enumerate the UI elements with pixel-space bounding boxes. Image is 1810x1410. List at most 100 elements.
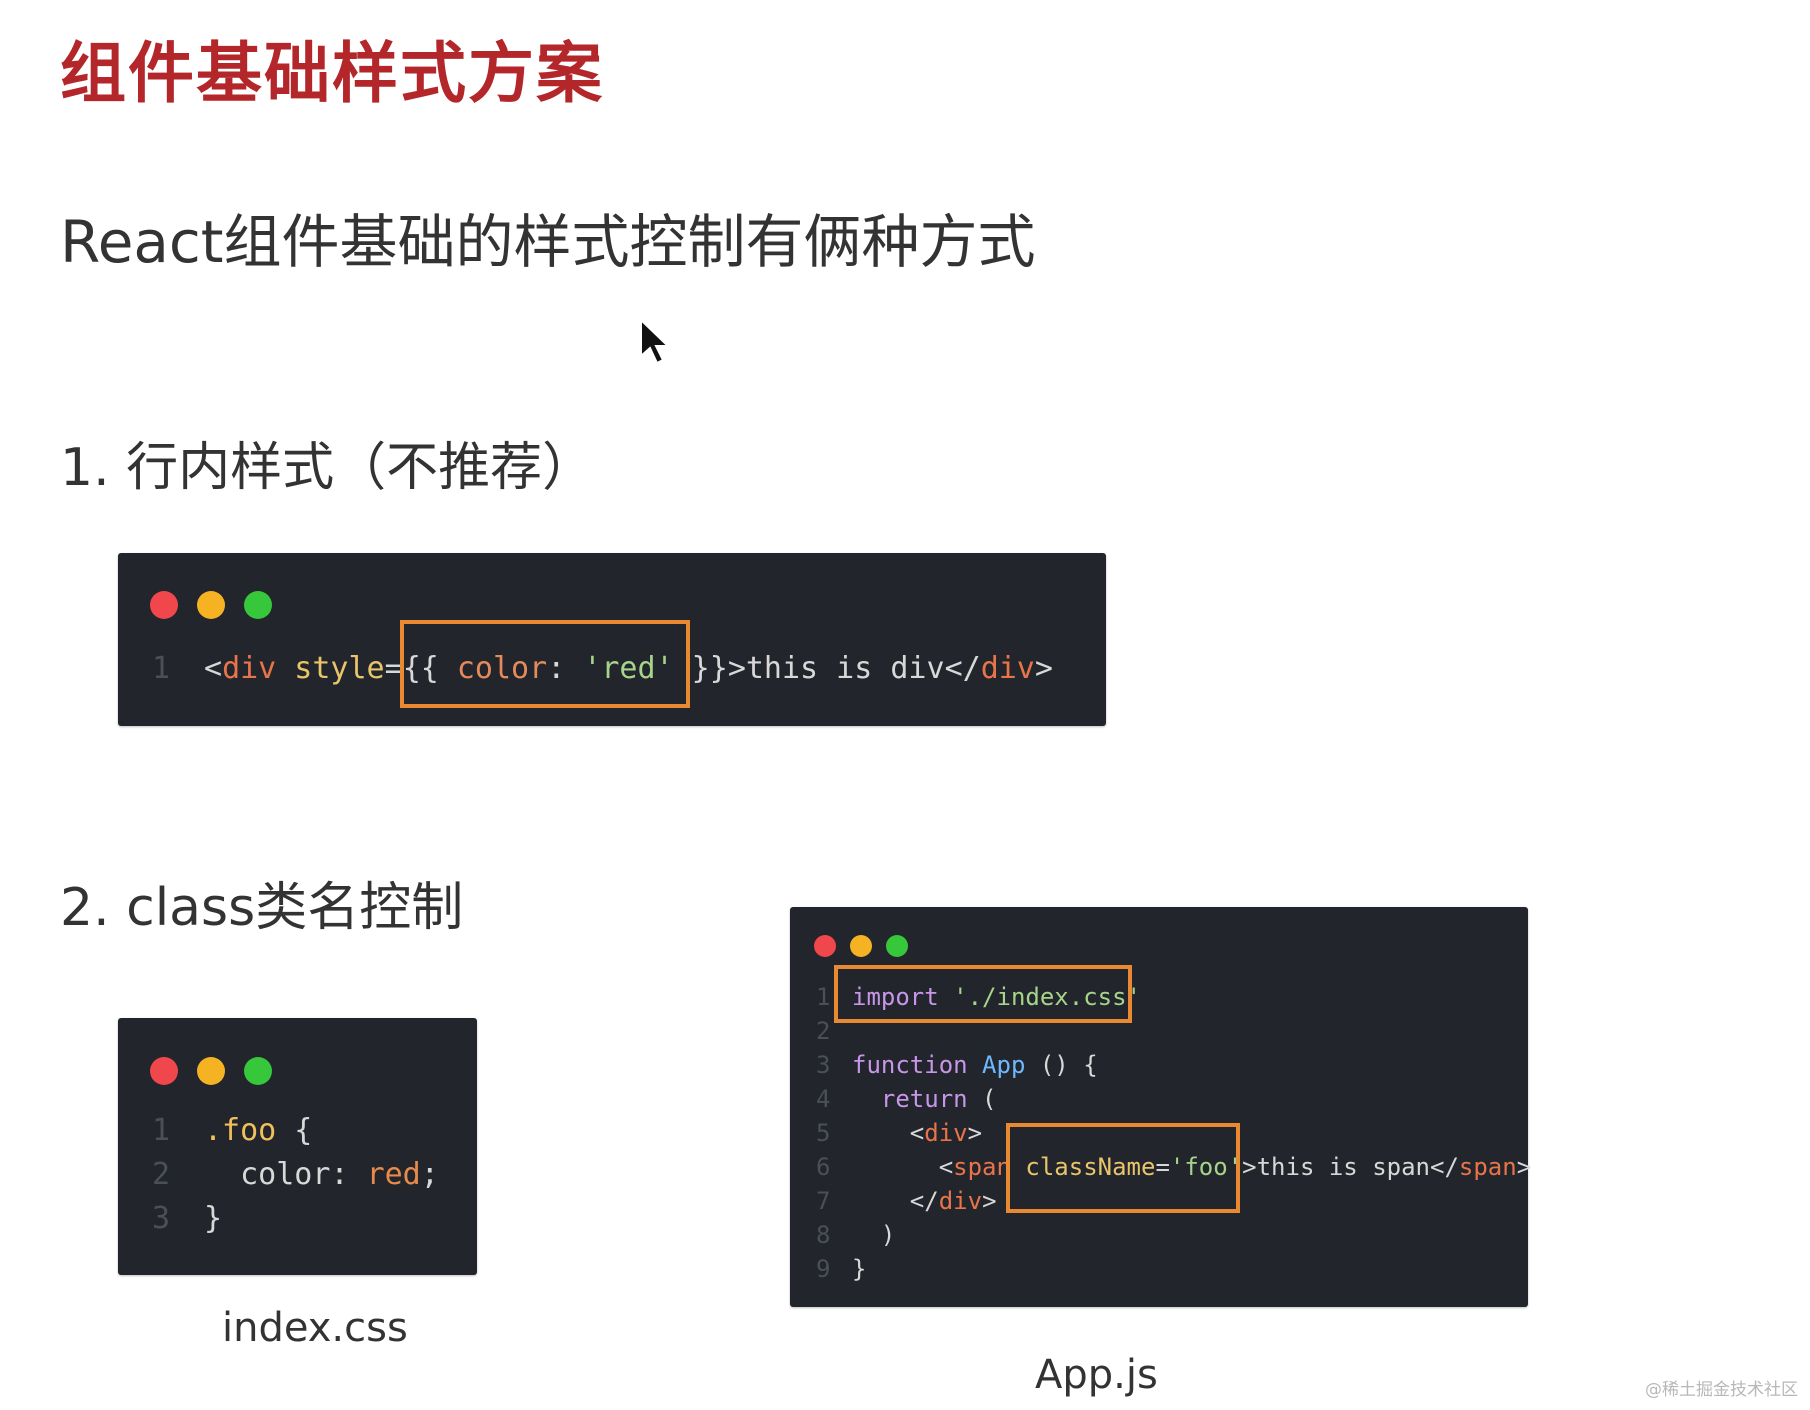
code-token: 'foo' xyxy=(1169,1153,1243,1181)
code-token: : xyxy=(330,1157,367,1192)
code-line: 5 <div> xyxy=(816,1119,982,1147)
code-token: { xyxy=(276,1113,313,1148)
code-token: {{ xyxy=(402,651,457,686)
code-token: './index.css' xyxy=(938,983,1141,1011)
code-token: > xyxy=(982,1187,997,1215)
code-token: color xyxy=(456,651,548,686)
line-number: 1 xyxy=(152,1113,171,1148)
code-window-app-js: 1 import './index.css' 2 3 function App ()… xyxy=(790,907,1531,1307)
code-token: : xyxy=(547,651,584,686)
highlight-box-style-object xyxy=(400,620,690,708)
code-line: 1 .foo { xyxy=(152,1113,312,1148)
code-token: > xyxy=(1034,651,1053,686)
code-token: div xyxy=(924,1119,968,1147)
line-number: 9 xyxy=(816,1255,831,1283)
line-number: 1 xyxy=(152,651,171,686)
watermark: @稀土掘金技术社区 xyxy=(1645,1380,1798,1400)
code-token: className xyxy=(1010,1153,1156,1181)
close-dot-icon xyxy=(814,935,836,957)
code-token: div xyxy=(222,651,277,686)
line-number: 8 xyxy=(816,1221,831,1249)
code-line: 3} xyxy=(152,1201,222,1236)
code-token: </ xyxy=(909,1187,939,1215)
code-token: 'red' xyxy=(583,651,674,686)
section-heading-inline-style: 1. 行内样式（不推荐） xyxy=(60,438,595,498)
code-token: div xyxy=(980,651,1035,686)
code-token: span xyxy=(1458,1153,1517,1181)
code-token: ) xyxy=(880,1221,896,1249)
code-token: return xyxy=(880,1085,968,1113)
code-indent xyxy=(852,1085,881,1113)
subtitle: React组件基础的样式控制有俩种方式 xyxy=(60,208,1036,276)
code-token: red xyxy=(366,1157,421,1192)
section-heading-class-name: 2. class类名控制 xyxy=(60,878,464,938)
code-token: </ xyxy=(1430,1153,1459,1181)
code-token: color xyxy=(240,1157,331,1192)
line-number: 6 xyxy=(816,1153,831,1181)
line-number: 7 xyxy=(816,1187,831,1215)
line-number: 5 xyxy=(816,1119,831,1147)
code-indent xyxy=(852,1119,910,1147)
code-token: this is div xyxy=(745,651,945,686)
line-number: 1 xyxy=(816,983,831,1011)
code-token: </ xyxy=(944,651,981,686)
maximize-dot-icon xyxy=(886,935,908,957)
code-token: }} xyxy=(673,651,728,686)
code-token: } xyxy=(204,1201,223,1236)
code-token: < xyxy=(909,1119,925,1147)
code-token: > xyxy=(967,1119,983,1147)
line-number: 3 xyxy=(816,1051,831,1079)
code-token: span xyxy=(953,1153,1011,1181)
code-line: 3 function App () { xyxy=(816,1051,1098,1079)
caption-app-js: App.js xyxy=(1035,1352,1158,1398)
code-token: () { xyxy=(1025,1051,1098,1079)
minimize-dot-icon xyxy=(850,935,872,957)
code-line: 1 import './index.css' xyxy=(816,983,1141,1011)
window-controls xyxy=(814,935,908,957)
mouse-cursor-icon xyxy=(640,318,671,365)
code-indent xyxy=(204,1157,240,1192)
code-line: 4 return ( xyxy=(816,1085,997,1113)
code-line: 9} xyxy=(816,1255,866,1283)
code-token: ( xyxy=(967,1085,997,1113)
code-line: 7 </div> xyxy=(816,1187,997,1215)
code-token: > xyxy=(1516,1153,1532,1181)
close-dot-icon xyxy=(150,1057,178,1085)
page-title: 组件基础样式方案 xyxy=(60,35,604,112)
code-window-inline-style: 1<div style={{ color: 'red' }}>this is d… xyxy=(118,553,1106,726)
line-number: 3 xyxy=(152,1201,171,1236)
minimize-dot-icon xyxy=(197,591,225,619)
code-line: 6 <span className='foo'>this is span</sp… xyxy=(816,1153,1531,1181)
code-line: 2 color: red; xyxy=(152,1157,439,1192)
code-line: 8 ) xyxy=(816,1221,895,1249)
code-window-index-css: 1 .foo { 2 color: red; 3} xyxy=(118,1018,477,1275)
code-token: = xyxy=(384,651,403,686)
highlight-box-import xyxy=(834,965,1132,1023)
line-number: 4 xyxy=(816,1085,831,1113)
code-token: .foo xyxy=(204,1113,277,1148)
code-token: = xyxy=(1155,1153,1170,1181)
code-token: ; xyxy=(420,1157,439,1192)
code-indent xyxy=(852,1187,910,1215)
window-controls xyxy=(150,591,272,619)
code-token: this is span xyxy=(1256,1153,1430,1181)
code-indent xyxy=(852,1153,939,1181)
caption-index-css: index.css xyxy=(222,1305,408,1351)
code-token: App xyxy=(967,1051,1026,1079)
code-line: 1<div style={{ color: 'red' }}>this is d… xyxy=(152,651,1053,686)
code-line: 2 xyxy=(816,1017,852,1045)
line-number: 2 xyxy=(152,1157,171,1192)
code-token: } xyxy=(852,1255,867,1283)
code-token: function xyxy=(852,1051,968,1079)
code-indent xyxy=(852,1221,881,1249)
code-token: style xyxy=(276,651,385,686)
code-token: < xyxy=(938,1153,954,1181)
line-number: 2 xyxy=(816,1017,831,1045)
maximize-dot-icon xyxy=(244,1057,272,1085)
code-token: < xyxy=(204,651,223,686)
code-token: > xyxy=(727,651,746,686)
close-dot-icon xyxy=(150,591,178,619)
window-controls xyxy=(150,1057,272,1085)
code-token: import xyxy=(852,983,939,1011)
maximize-dot-icon xyxy=(244,591,272,619)
